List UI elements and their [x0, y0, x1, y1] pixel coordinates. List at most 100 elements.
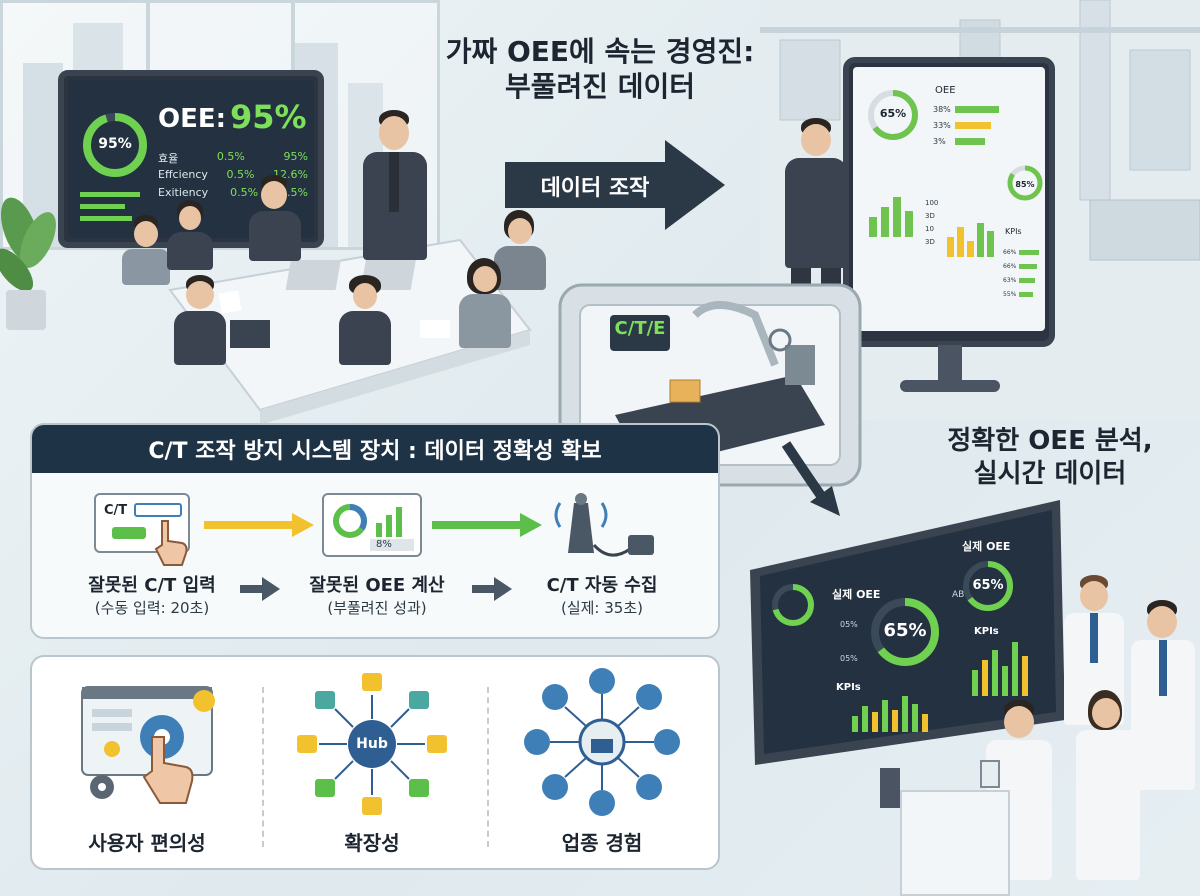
kpi-row-value: 55% — [1003, 290, 1017, 298]
real-oee-small-2: 05% — [840, 654, 858, 663]
headline-accurate-oee: 정확한 OEE 분석, 실시간 데이터 — [900, 425, 1200, 490]
fake-oee-gauge — [83, 113, 147, 177]
divider — [487, 687, 489, 847]
step-sub: (부풀려진 성과) — [327, 599, 427, 617]
fake-oee-label: OEE: — [158, 104, 227, 134]
row-value-b: 8.5% — [280, 186, 308, 199]
fake-dashboard-gauge-2-value: 85% — [1015, 180, 1035, 189]
kpi-row: 63% — [1003, 273, 1045, 287]
person-seated — [335, 275, 395, 365]
person-seated — [170, 275, 230, 365]
step-sub: (실제: 35초) — [560, 599, 643, 617]
real-oee-kpi-2: KPIs — [974, 626, 999, 637]
headline-fake-oee: 가짜 OEE에 속는 경영진: 부풀려진 데이터 — [420, 34, 780, 104]
fake-oee-row: 효율 0.5% 95% — [158, 150, 308, 168]
flow-arrow-yellow — [204, 513, 314, 537]
fake-dashboard-bar-row: 38% — [933, 101, 1003, 117]
real-oee-gauge-2 — [963, 561, 1013, 611]
flow-arrow-down — [781, 441, 840, 516]
person-seated — [245, 175, 305, 265]
kpi-row: 55% — [1003, 287, 1045, 301]
monitor-base — [900, 380, 1000, 392]
feature-label-scalability: 확장성 — [344, 831, 400, 855]
fake-oee-row: Exitiency 0.5% 8.5% — [158, 186, 308, 204]
row-label: Effciency — [158, 168, 208, 181]
ct-input-icon-text: C/T — [104, 503, 128, 518]
bar-row-label: 38% — [933, 104, 951, 114]
fake-oee-gauge-value: 95% — [98, 136, 132, 152]
anti-manipulation-panel-title: C/T 조작 방지 시스템 장치 : 데이터 정확성 확보 — [32, 425, 718, 473]
fake-oee-row: Effciency 0.5% 12.6% — [158, 168, 308, 186]
ct-input-icon: C/T — [94, 493, 194, 567]
real-oee-title-2: 실제 OEE — [962, 540, 1011, 553]
fake-dashboard-bar-rows: 38% 33% 3% — [933, 101, 1003, 149]
kpi-row: 66% — [1003, 245, 1045, 259]
hand-pointer-icon — [154, 520, 188, 566]
step-label: 잘못된 C/T 입력 — [88, 575, 216, 596]
headline-accurate-oee-line2: 실시간 데이터 — [973, 458, 1127, 489]
small-arrow-icon — [472, 577, 512, 601]
hub-label: Hub — [356, 736, 388, 752]
divider — [262, 687, 264, 847]
monitor-stand — [880, 768, 900, 808]
presenter-person — [355, 110, 435, 260]
step-sub: (수동 입력: 20초) — [94, 599, 210, 617]
row-label: 효율 — [158, 152, 179, 165]
oee-calc-icon-text: 8% — [376, 539, 392, 550]
pie-chart-icon — [333, 504, 414, 551]
person-seated — [165, 200, 215, 270]
fake-dashboard-bar-row: 33% — [933, 117, 1003, 133]
headline-fake-oee-line1: 가짜 OEE에 속는 경영진: — [445, 35, 755, 68]
row-value-b: 95% — [283, 150, 308, 163]
axis-label: 10 — [925, 225, 934, 233]
row-value-a: 0.5% — [226, 168, 255, 181]
user-convenience-icon — [81, 686, 215, 804]
fake-dashboard-gauge-2 — [1007, 165, 1043, 201]
fake-oee-rows: 효율 0.5% 95% Effciency 0.5% 12.6% Exitien… — [158, 150, 308, 204]
fake-dashboard-axis: 100 3D 10 3D — [925, 197, 945, 249]
fake-dashboard-monitor: 65% OEE 38% 33% 3% 100 3D 10 3D — [843, 57, 1055, 347]
oee-calc-icon: 8% — [322, 493, 422, 567]
fake-dashboard-gauge-1 — [868, 90, 918, 140]
worker-person — [1125, 600, 1200, 790]
industry-experience-icon — [524, 668, 680, 816]
monitor-stand — [938, 345, 962, 385]
axis-label: 100 — [925, 199, 939, 207]
data-manipulation-label: 데이터 조작 — [540, 176, 650, 201]
fake-dashboard-bar-chart — [947, 223, 994, 257]
fake-dashboard-oee-label: OEE — [935, 85, 956, 96]
bar-row-label: 3% — [933, 136, 946, 146]
headline-accurate-oee-line1: 정확한 OEE 분석, — [947, 426, 1153, 456]
real-oee-gauge-1-value: 65% — [883, 620, 927, 641]
fake-dashboard-kpi-label: KPIs — [1005, 227, 1022, 236]
real-oee-mini-gauge — [772, 584, 814, 626]
plant-icon — [0, 197, 56, 330]
person-seated — [455, 258, 515, 348]
real-oee-screen: 실제 OEE 65% AB 05% 05% 실제 OEE 65% KPIs KP… — [760, 530, 1050, 750]
fake-oee-value: 95% — [230, 98, 307, 136]
row-value-a: 0.5% — [216, 150, 245, 163]
real-oee-title-1: 실제 OEE — [832, 588, 881, 601]
kpi-row-value: 63% — [1003, 276, 1017, 284]
fake-dashboard-screen: 65% OEE 38% 33% 3% 100 3D 10 3D — [853, 67, 1045, 331]
kpi-row-value: 66% — [1003, 248, 1017, 256]
headline-fake-oee-line2: 부풀려진 데이터 — [504, 70, 696, 103]
anti-manipulation-panel: C/T 조작 방지 시스템 장치 : 데이터 정확성 확보 C/T 8% — [30, 423, 720, 639]
fake-dashboard-mini-bars — [869, 197, 913, 237]
real-oee-ab-label: AB — [952, 590, 965, 600]
feature-label-convenience: 사용자 편의성 — [88, 831, 206, 855]
row-value-a: 0.5% — [230, 186, 259, 199]
real-oee-small-1: 05% — [840, 620, 858, 629]
feature-label-industry: 업종 경험 — [561, 831, 643, 855]
fake-dashboard-kpi-rows: 66% 66% 63% 55% — [1003, 245, 1045, 301]
small-arrow-icon — [240, 577, 280, 601]
person-seated — [120, 215, 170, 285]
real-oee-kpi-1: KPIs — [836, 682, 861, 693]
kpi-row-value: 66% — [1003, 262, 1017, 270]
real-oee-bar-chart-2 — [972, 642, 1028, 696]
fake-dashboard-bar-row: 3% — [933, 133, 1003, 149]
scalability-hub-icon — [297, 673, 447, 815]
step-label: 잘못된 OEE 계산 — [309, 575, 445, 596]
auto-collect-sensor-icon — [554, 493, 654, 557]
kpi-row: 66% — [1003, 259, 1045, 273]
